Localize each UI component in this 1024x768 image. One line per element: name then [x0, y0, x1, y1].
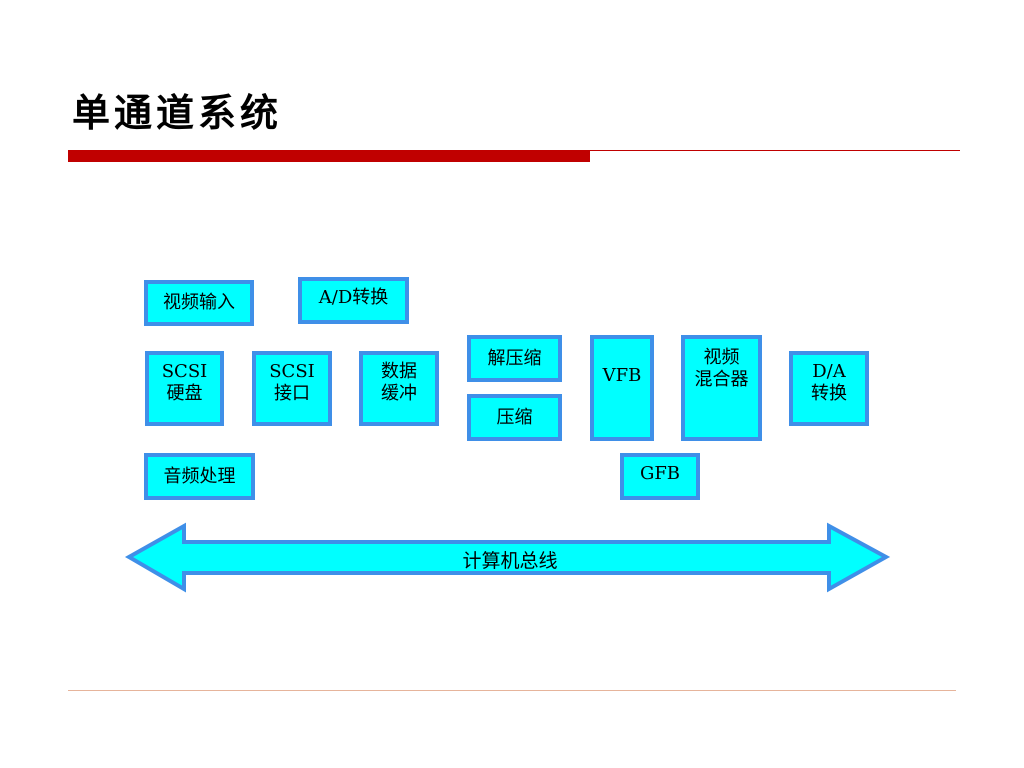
node-decompress: 解压缩: [467, 335, 562, 382]
slide-title: 单通道系统: [72, 90, 283, 135]
node-compress: 压缩: [467, 394, 562, 441]
node-da-convert: D/A 转换: [789, 351, 869, 426]
title-rule-thin: [590, 150, 960, 151]
node-vfb: VFB: [590, 335, 654, 441]
bus-label: 计算机总线: [462, 550, 558, 572]
bus-double-arrow-shape: [124, 522, 891, 593]
title-rule-thick: [68, 150, 590, 162]
footer-rule: [68, 690, 956, 691]
node-ad-convert: A/D转换: [298, 277, 409, 324]
node-video-mixer: 视频 混合器: [681, 335, 762, 441]
node-audio-proc: 音频处理: [144, 453, 255, 500]
node-data-buffer: 数据 缓冲: [359, 351, 439, 426]
node-scsi-port: SCSI 接口: [252, 351, 332, 426]
node-gfb: GFB: [620, 453, 700, 500]
node-scsi-disk: SCSI 硬盘: [145, 351, 224, 426]
node-video-input: 视频输入: [144, 280, 254, 326]
